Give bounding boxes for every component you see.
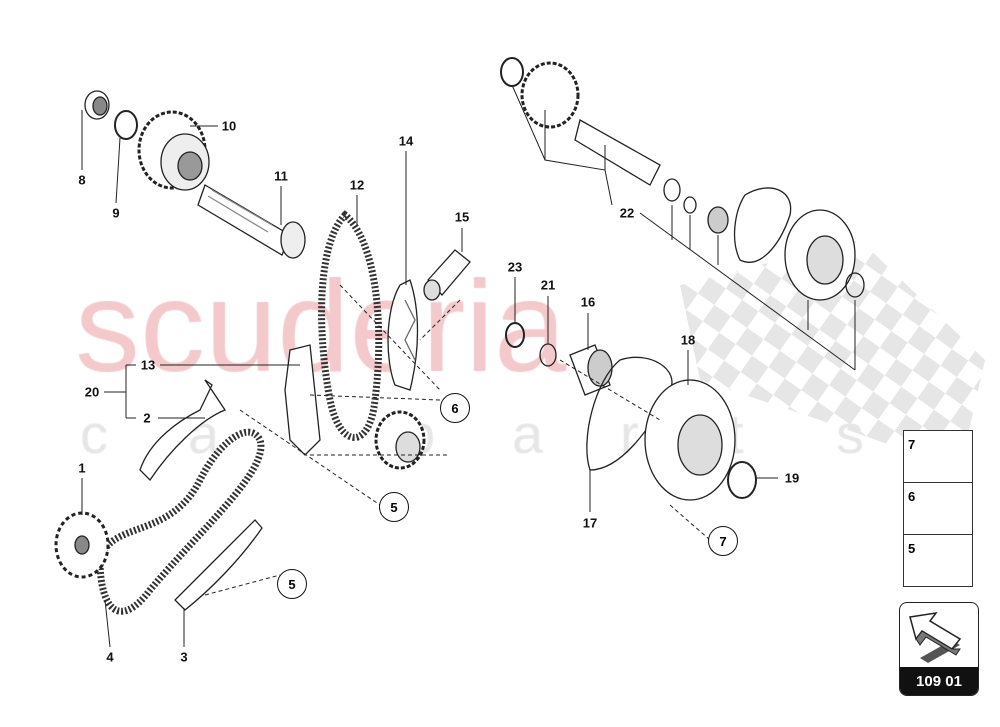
label-20: 20	[84, 384, 100, 400]
part-14-guide-rail	[387, 279, 419, 391]
part-13-chain-guide	[284, 344, 321, 456]
part-4-lower-chain	[96, 428, 265, 615]
label-13: 13	[140, 357, 156, 373]
part-21-ring	[539, 343, 557, 367]
legend-row: 7	[904, 431, 972, 483]
part-22-seal	[845, 272, 865, 298]
label-1: 1	[78, 460, 86, 476]
label-19: 19	[784, 470, 800, 486]
part-15-tensioner	[423, 249, 471, 301]
label-18: 18	[680, 332, 696, 348]
label-11: 11	[274, 168, 288, 184]
callout-7: 7	[708, 526, 738, 556]
part-22-gasket	[733, 187, 792, 263]
part-16-bearing	[569, 344, 613, 396]
part-10-camshaft-sprocket	[137, 110, 210, 191]
fastener-legend: 7 6 5	[903, 430, 973, 587]
legend-row: 6	[904, 483, 972, 535]
label-9: 9	[112, 205, 120, 221]
part-22-sprocket	[520, 61, 580, 129]
label-23: 23	[507, 259, 523, 275]
legend-number: 6	[908, 489, 916, 504]
callout-5: 5	[379, 492, 409, 522]
label-22: 22	[619, 205, 635, 221]
part-22-shaft	[574, 119, 661, 186]
label-16: 16	[580, 294, 596, 310]
legend-row: 5	[904, 535, 972, 586]
page-code: 109 01	[900, 667, 978, 695]
part-22-bearing	[707, 206, 729, 234]
label-15: 15	[454, 209, 470, 225]
label-8: 8	[78, 172, 86, 188]
part-19-seal	[727, 461, 757, 499]
label-2: 2	[143, 410, 151, 426]
dashed-leaders	[204, 284, 711, 596]
part-12-timing-chain	[318, 210, 383, 441]
part-23-ring	[505, 322, 525, 348]
arrow-icon	[909, 611, 962, 663]
leader-lines	[81, 84, 856, 648]
intermediate-sprocket	[374, 410, 426, 470]
page-reference-box[interactable]: 109 01	[899, 602, 979, 696]
label-14: 14	[398, 133, 414, 149]
callout-5: 5	[277, 569, 307, 599]
legend-number: 5	[908, 541, 916, 556]
label-3: 3	[180, 649, 188, 665]
part-18-cover	[644, 379, 736, 501]
part-3-guide-rail	[174, 519, 263, 611]
part-1-crank-sprocket	[54, 511, 110, 579]
part-9-ring	[114, 110, 138, 140]
part-8-bushing	[84, 90, 110, 120]
label-12: 12	[349, 177, 365, 193]
part-22-ring-small	[683, 196, 697, 214]
part-22-seal-ring	[500, 57, 524, 87]
callout-6: 6	[440, 393, 470, 423]
label-17: 17	[582, 515, 598, 531]
label-4: 4	[106, 649, 114, 665]
legend-number: 7	[908, 437, 916, 452]
part-17-gasket	[586, 356, 673, 471]
part-11-shaft	[197, 184, 306, 259]
part-22-ring	[663, 178, 681, 202]
label-21: 21	[540, 277, 556, 293]
label-10: 10	[221, 118, 237, 134]
part-2-tensioner-rail	[139, 379, 226, 482]
